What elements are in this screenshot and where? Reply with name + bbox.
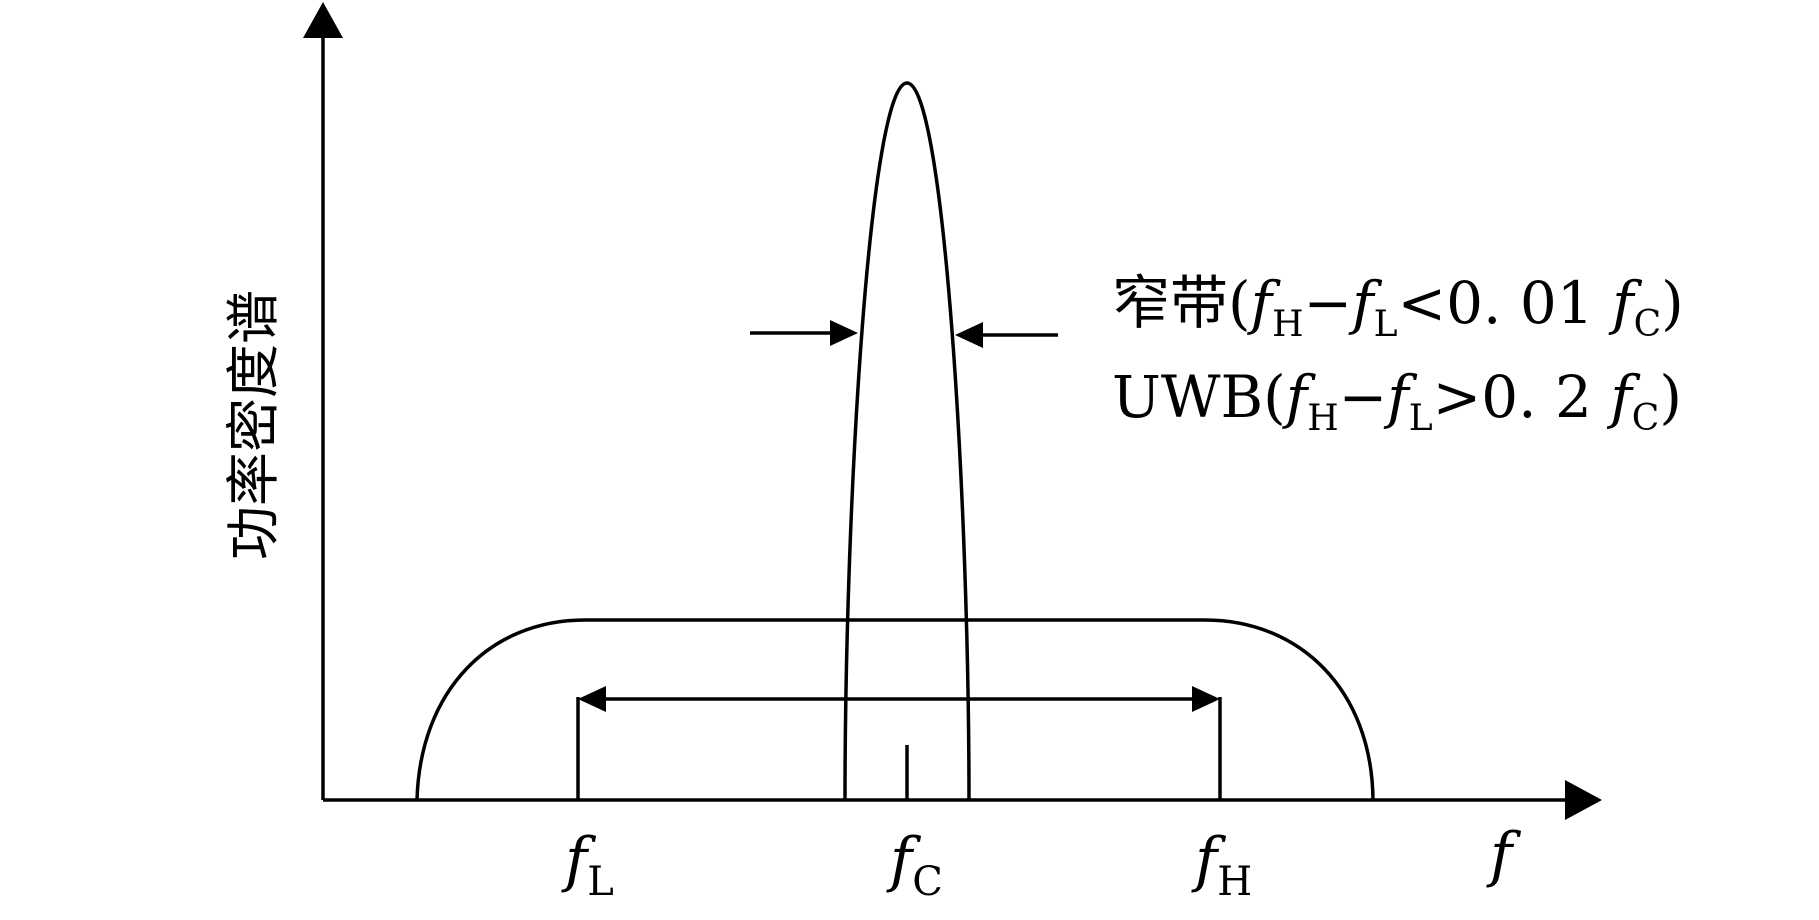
uwb-arrowhead-right bbox=[1192, 686, 1220, 712]
tick-label-fh: fH bbox=[1191, 825, 1252, 905]
x-axis-arrowhead bbox=[1565, 780, 1602, 820]
uwb-legend: UWB(fH−fL>0. 2 fC) bbox=[1112, 363, 1682, 439]
uwb-arrowhead-left bbox=[578, 686, 606, 712]
narrowband-spectrum-peak bbox=[843, 81, 971, 801]
narrowband-arrowhead-left bbox=[830, 320, 858, 346]
x-axis-label: f bbox=[1486, 820, 1522, 890]
tick-label-fc: fC bbox=[886, 825, 943, 905]
tick-label-fl: fL bbox=[561, 825, 614, 905]
narrowband-arrowhead-right bbox=[955, 322, 983, 348]
uwb-spectrum-curve bbox=[415, 618, 1375, 801]
y-axis-arrowhead bbox=[303, 2, 343, 38]
narrowband-legend: 窄带(fH−fL<0. 01 fC) bbox=[1112, 269, 1684, 345]
y-axis-label: 功率密度谱 bbox=[222, 290, 285, 560]
